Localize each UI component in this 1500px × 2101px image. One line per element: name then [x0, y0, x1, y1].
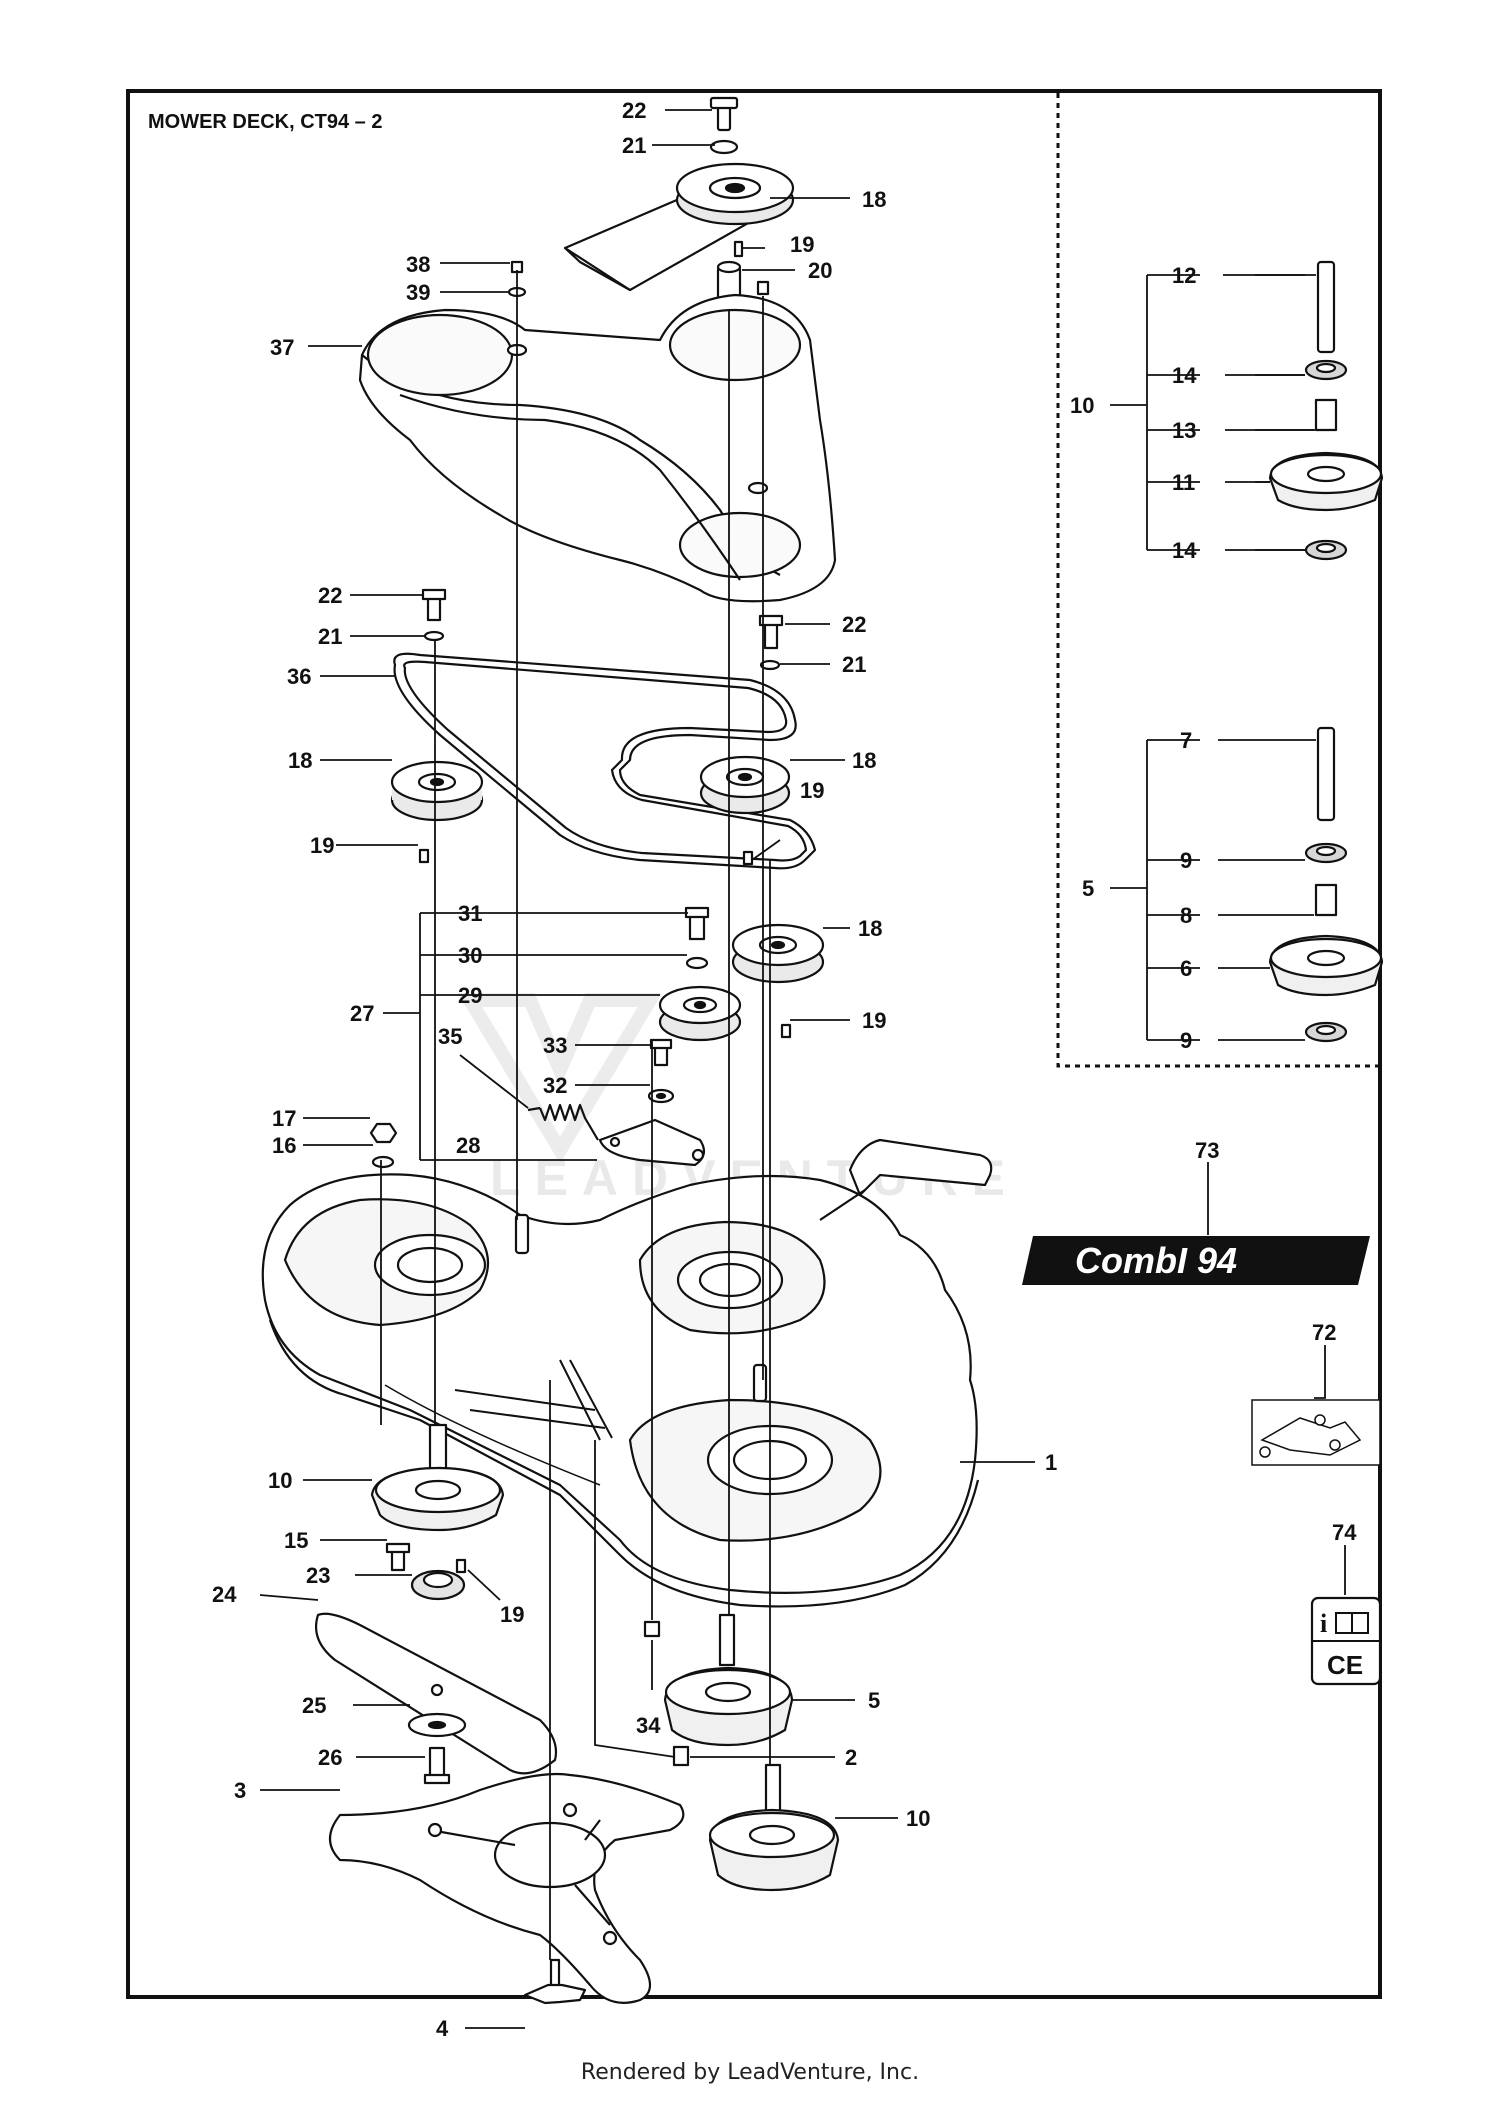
callout-36: 36 [287, 664, 311, 689]
kit-box-dashed [1056, 93, 1378, 1068]
callout-21: 21 [622, 133, 646, 158]
callout-3: 3 [234, 1778, 246, 1803]
callout-23: 23 [306, 1563, 330, 1588]
belt-cover [358, 293, 837, 603]
deck-housing [261, 1138, 993, 1608]
callout-19: 19 [800, 778, 824, 803]
pulley-right-upper [699, 755, 791, 866]
decal-text: CombI 94 [1075, 1240, 1237, 1281]
kit-callout-14: 14 [1172, 538, 1197, 563]
callout-19: 19 [862, 1008, 886, 1033]
callout-20: 20 [808, 258, 832, 283]
kit-callout-12: 12 [1172, 263, 1196, 288]
callout-19: 19 [500, 1602, 524, 1627]
callout-21: 21 [842, 652, 866, 677]
callout-15: 15 [284, 1528, 308, 1553]
kit-callout-6: 6 [1180, 956, 1192, 981]
leader-lines [259, 109, 1346, 2029]
callout-19: 19 [790, 232, 814, 257]
callout-22: 22 [842, 612, 866, 637]
callout-22: 22 [318, 583, 342, 608]
callout-30: 30 [458, 943, 482, 968]
callout-34: 34 [636, 1713, 661, 1738]
bolt [672, 1745, 690, 1767]
kit-callout-5: 5 [1082, 876, 1094, 901]
wing-knob [523, 1958, 587, 2005]
callout-25: 25 [302, 1693, 326, 1718]
info-ce-decal: i CE [1310, 1596, 1382, 1686]
spindle-left [370, 1423, 505, 1601]
top-pulley [563, 96, 795, 292]
kit-callout-7: 7 [1180, 728, 1192, 753]
callout-10: 10 [268, 1468, 292, 1493]
blade-guard [328, 1772, 685, 2004]
belt-routing-decal [1251, 1399, 1381, 1466]
callout-18: 18 [862, 187, 886, 212]
idler-assembly [527, 906, 742, 1167]
callout-18: 18 [852, 748, 876, 773]
decal-comb-94: CombI 94 [1022, 1236, 1370, 1285]
callout-38: 38 [406, 252, 430, 277]
callout-33: 33 [543, 1033, 567, 1058]
callout-21: 21 [318, 624, 342, 649]
spindle-kit-5 [1268, 726, 1384, 1043]
callout-31: 31 [458, 901, 482, 926]
spindle-center [663, 1613, 794, 1747]
nut-and-washer [369, 1122, 398, 1169]
callout-32: 32 [543, 1073, 567, 1098]
pulley-bolts [421, 588, 784, 671]
callout-5: 5 [868, 1688, 880, 1713]
callout-29: 29 [458, 983, 482, 1008]
pulley-right-lower [731, 923, 825, 1039]
kit-callout-8: 8 [1180, 903, 1192, 928]
callout-17: 17 [272, 1106, 296, 1131]
callout-2: 2 [845, 1745, 857, 1770]
key [733, 240, 744, 258]
callout-19: 19 [310, 833, 334, 858]
callout-27: 27 [350, 1001, 374, 1026]
callout-4: 4 [436, 2016, 449, 2041]
callout-24: 24 [212, 1582, 237, 1607]
callout-10: 10 [906, 1806, 930, 1831]
callout-35: 35 [438, 1024, 462, 1049]
callout-labels: 22 21 18 19 20 38 39 37 22 21 22 21 36 1… [212, 98, 1357, 2041]
kit-callout-9: 9 [1180, 1028, 1192, 1053]
kit-callout-14: 14 [1172, 363, 1197, 388]
info-icon: i [1320, 1609, 1327, 1638]
diagram-title: MOWER DECK, CT94 – 2 [148, 111, 382, 133]
kit-callout-11: 11 [1172, 470, 1195, 495]
callout-1: 1 [1045, 1450, 1057, 1475]
kit-callout-13: 13 [1172, 418, 1196, 443]
nut [643, 1620, 661, 1638]
mower-blade [314, 1612, 558, 1785]
pulley-left [390, 760, 484, 864]
callout-74: 74 [1332, 1520, 1357, 1545]
drive-belt [393, 652, 817, 870]
spindle-right [708, 1763, 840, 1892]
callout-39: 39 [406, 280, 430, 305]
footer-credit: Rendered by LeadVenture, Inc. [580, 2060, 920, 2085]
callout-18: 18 [288, 748, 312, 773]
diagram-frame [126, 89, 1382, 1999]
kit-callout-9: 9 [1180, 848, 1192, 873]
kit-callout-10: 10 [1070, 393, 1094, 418]
callout-18: 18 [858, 916, 882, 941]
spindle-kit-10 [1268, 260, 1384, 561]
callout-26: 26 [318, 1745, 342, 1770]
ce-mark-icon: CE [1327, 1650, 1363, 1680]
callout-16: 16 [272, 1133, 296, 1158]
callout-37: 37 [270, 335, 294, 360]
callout-73: 73 [1195, 1138, 1219, 1163]
callout-22: 22 [622, 98, 646, 123]
callout-28: 28 [456, 1133, 480, 1158]
callout-72: 72 [1312, 1320, 1336, 1345]
